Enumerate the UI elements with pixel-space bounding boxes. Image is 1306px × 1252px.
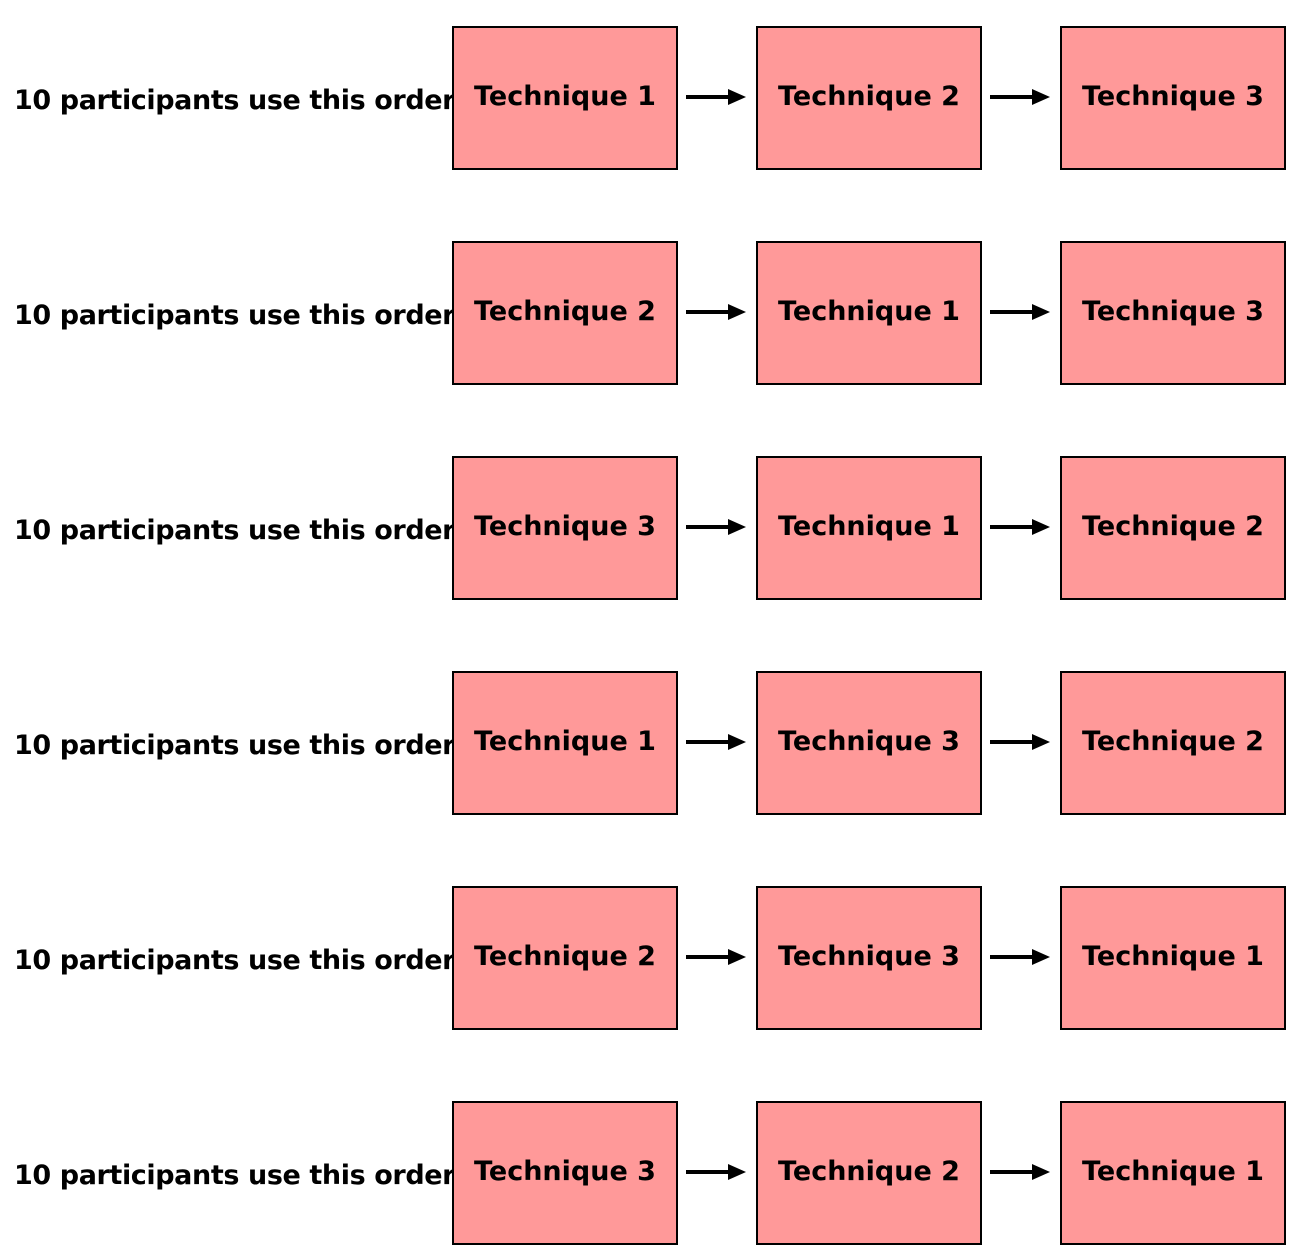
technique-label: Technique 2 — [1082, 725, 1264, 757]
technique-box: Technique 2 — [452, 241, 678, 385]
technique-box: Technique 1 — [452, 26, 678, 170]
technique-label: Technique 1 — [1082, 940, 1264, 972]
right-arrow-icon — [686, 304, 746, 320]
order-row-2: 10 participants use this order Technique… — [0, 241, 1306, 385]
technique-label: Technique 3 — [778, 940, 960, 972]
technique-box: Technique 1 — [756, 456, 982, 600]
order-row-6: 10 participants use this order Technique… — [0, 1101, 1306, 1245]
right-arrow-icon — [990, 949, 1050, 965]
order-row-3: 10 participants use this order Technique… — [0, 456, 1306, 600]
technique-label: Technique 1 — [778, 510, 960, 542]
technique-box: Technique 3 — [452, 456, 678, 600]
technique-box: Technique 3 — [1060, 26, 1286, 170]
row-label: 10 participants use this order — [14, 515, 456, 546]
technique-label: Technique 1 — [474, 80, 656, 112]
row-label: 10 participants use this order — [14, 85, 456, 116]
technique-label: Technique 2 — [474, 940, 656, 972]
right-arrow-icon — [990, 304, 1050, 320]
technique-box: Technique 3 — [756, 671, 982, 815]
technique-box: Technique 2 — [756, 26, 982, 170]
technique-box: Technique 1 — [756, 241, 982, 385]
right-arrow-icon — [686, 1164, 746, 1180]
technique-label: Technique 3 — [1082, 80, 1264, 112]
order-row-4: 10 participants use this order Technique… — [0, 671, 1306, 815]
technique-box: Technique 1 — [1060, 886, 1286, 1030]
order-row-1: 10 participants use this order Technique… — [0, 26, 1306, 170]
right-arrow-icon — [990, 1164, 1050, 1180]
technique-label: Technique 2 — [474, 295, 656, 327]
right-arrow-icon — [990, 734, 1050, 750]
row-label: 10 participants use this order — [14, 730, 456, 761]
technique-box: Technique 2 — [756, 1101, 982, 1245]
technique-box: Technique 3 — [756, 886, 982, 1030]
row-label: 10 participants use this order — [14, 945, 456, 976]
technique-label: Technique 3 — [474, 510, 656, 542]
technique-label: Technique 3 — [1082, 295, 1264, 327]
technique-label: Technique 1 — [1082, 1155, 1264, 1187]
row-label: 10 participants use this order — [14, 300, 456, 331]
technique-box: Technique 2 — [1060, 456, 1286, 600]
row-label: 10 participants use this order — [14, 1160, 456, 1191]
right-arrow-icon — [686, 734, 746, 750]
technique-label: Technique 2 — [1082, 510, 1264, 542]
technique-label: Technique 1 — [778, 295, 960, 327]
right-arrow-icon — [686, 519, 746, 535]
technique-label: Technique 2 — [778, 80, 960, 112]
right-arrow-icon — [990, 519, 1050, 535]
technique-box: Technique 2 — [1060, 671, 1286, 815]
right-arrow-icon — [990, 89, 1050, 105]
technique-box: Technique 1 — [1060, 1101, 1286, 1245]
right-arrow-icon — [686, 949, 746, 965]
technique-box: Technique 1 — [452, 671, 678, 815]
technique-box: Technique 2 — [452, 886, 678, 1030]
technique-label: Technique 2 — [778, 1155, 960, 1187]
technique-label: Technique 3 — [474, 1155, 656, 1187]
technique-box: Technique 3 — [452, 1101, 678, 1245]
order-row-5: 10 participants use this order Technique… — [0, 886, 1306, 1030]
technique-label: Technique 3 — [778, 725, 960, 757]
technique-label: Technique 1 — [474, 725, 656, 757]
technique-box: Technique 3 — [1060, 241, 1286, 385]
right-arrow-icon — [686, 89, 746, 105]
